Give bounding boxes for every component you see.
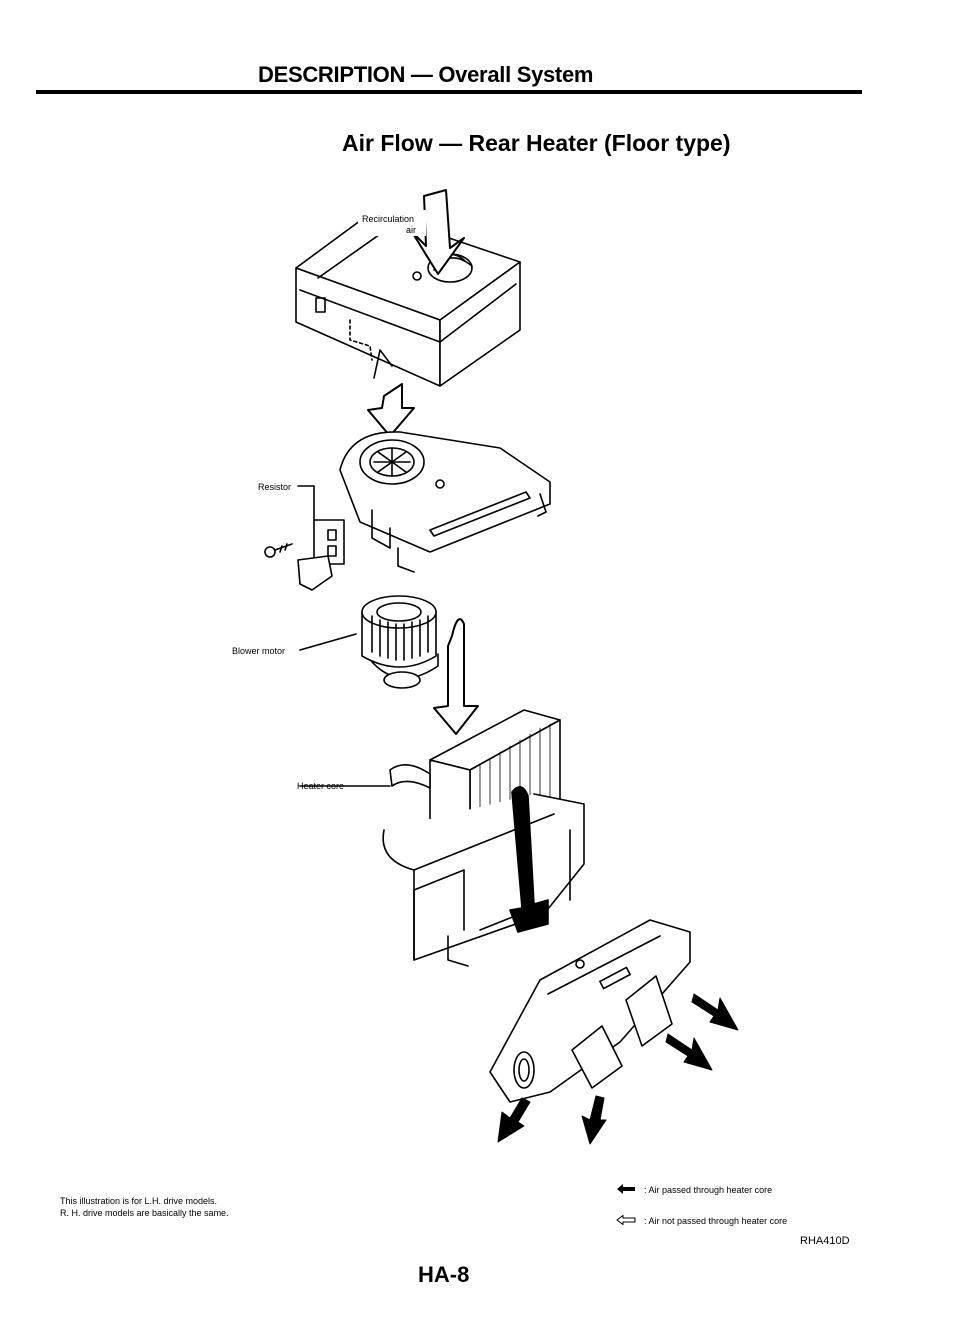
recirculation-arrow: Recirculation air: [358, 189, 465, 275]
outlet-arrow-right-lower-icon: [665, 1033, 713, 1071]
heater-case-illustration: [382, 793, 585, 967]
solid-arrow-icon: [616, 1184, 644, 1196]
bent-arrow-icon: [433, 618, 479, 735]
blower-motor-label: Blower motor: [232, 646, 285, 656]
note-line-1: This illustration is for L.H. drive mode…: [60, 1196, 218, 1206]
heat-airflow-arrow-icon: [509, 786, 549, 933]
intake-box-illustration: [295, 211, 521, 387]
section-title: DESCRIPTION — Overall System: [258, 62, 594, 87]
outlet-arrow-down-icon: [581, 1095, 607, 1145]
outlet-arrow-right-upper-icon: [691, 993, 739, 1031]
recirculation-label-2: air: [406, 225, 416, 235]
drive-model-note: This illustration is for L.H. drive mode…: [60, 1195, 229, 1219]
heater-core-label: Heater core: [297, 781, 344, 791]
outlet-arrows: [497, 993, 739, 1145]
floor-duct-illustration: [489, 919, 691, 1103]
blower-case-illustration: [339, 431, 551, 573]
note-line-2: R. H. drive models are basically the sam…: [60, 1208, 229, 1218]
outline-arrow-icon: [616, 1214, 644, 1227]
resistor-illustration: Resistor: [258, 482, 345, 591]
legend: : Air passed through heater core : Air n…: [616, 1181, 787, 1243]
legend-outline-text: : Air not passed through heater core: [644, 1216, 788, 1226]
recirculation-label-1: Recirculation: [362, 214, 414, 224]
legend-row-outline: : Air not passed through heater core: [616, 1212, 787, 1230]
legend-row-solid: : Air passed through heater core: [616, 1181, 787, 1199]
screw-icon: [264, 543, 293, 558]
down-arrow-icon: [367, 383, 415, 437]
figure-title: Air Flow — Rear Heater (Floor type): [342, 130, 731, 156]
figure-code: RHA410D: [800, 1235, 850, 1247]
legend-solid-text: : Air passed through heater core: [644, 1185, 773, 1195]
outlet-arrow-down-left-icon: [497, 1097, 531, 1143]
page-number: HA-8: [418, 1262, 470, 1287]
blower-motor-illustration: Blower motor: [232, 595, 439, 689]
resistor-label: Resistor: [258, 482, 291, 492]
header-rule: [36, 90, 862, 94]
